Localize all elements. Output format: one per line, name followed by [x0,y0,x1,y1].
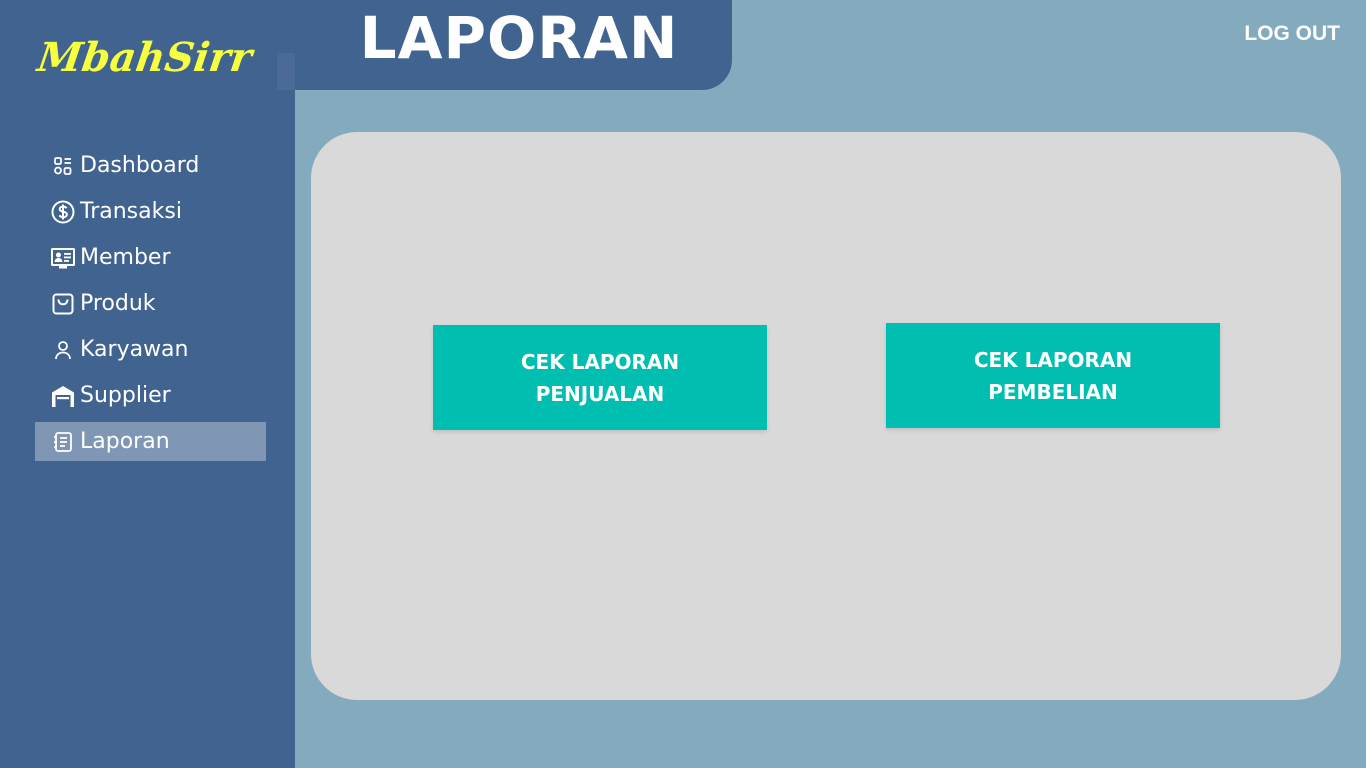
dashboard-icon [50,153,76,179]
warehouse-icon [50,383,76,409]
button-label-line2: PENJUALAN [535,381,665,406]
report-card: CEK LAPORAN PENJUALAN CEK LAPORAN PEMBEL… [311,132,1341,700]
page-header: LAPORAN [295,0,732,90]
brand-logo[interactable]: MbahSirr [34,34,255,81]
page-title: LAPORAN [359,4,679,72]
sidebar-item-transaksi[interactable]: Transaksi [35,192,266,231]
check-purchase-report-button[interactable]: CEK LAPORAN PEMBELIAN [886,323,1220,428]
sidebar-item-label: Transaksi [80,199,182,224]
sidebar-item-label: Supplier [80,383,171,408]
id-card-icon [50,245,76,271]
sidebar-item-label: Produk [80,291,156,316]
shopping-bag-icon [50,291,76,317]
user-icon [50,337,76,363]
sidebar-item-laporan[interactable]: Laporan [35,422,266,461]
sidebar-item-karyawan[interactable]: Karyawan [35,330,266,369]
sidebar-item-label: Dashboard [80,153,200,178]
sidebar-item-label: Karyawan [80,337,189,362]
sidebar-item-label: Laporan [80,429,170,454]
logout-button[interactable]: LOG OUT [1244,22,1340,45]
sidebar-notch [277,53,297,90]
button-label-line1: CEK LAPORAN [973,347,1133,372]
check-sales-report-button[interactable]: CEK LAPORAN PENJUALAN [433,325,767,430]
button-label-line2: PEMBELIAN [988,379,1118,404]
dollar-circle-icon [50,199,76,225]
sidebar-item-produk[interactable]: Produk [35,284,266,323]
button-label-line1: CEK LAPORAN [520,349,680,374]
sidebar-item-member[interactable]: Member [35,238,266,277]
sidebar: MbahSirr Dashboard [0,0,297,768]
sidebar-nav: Dashboard Transaksi [35,146,266,468]
sidebar-item-dashboard[interactable]: Dashboard [35,146,266,185]
sidebar-item-supplier[interactable]: Supplier [35,376,266,415]
report-icon [50,429,76,455]
sidebar-item-label: Member [80,245,171,270]
